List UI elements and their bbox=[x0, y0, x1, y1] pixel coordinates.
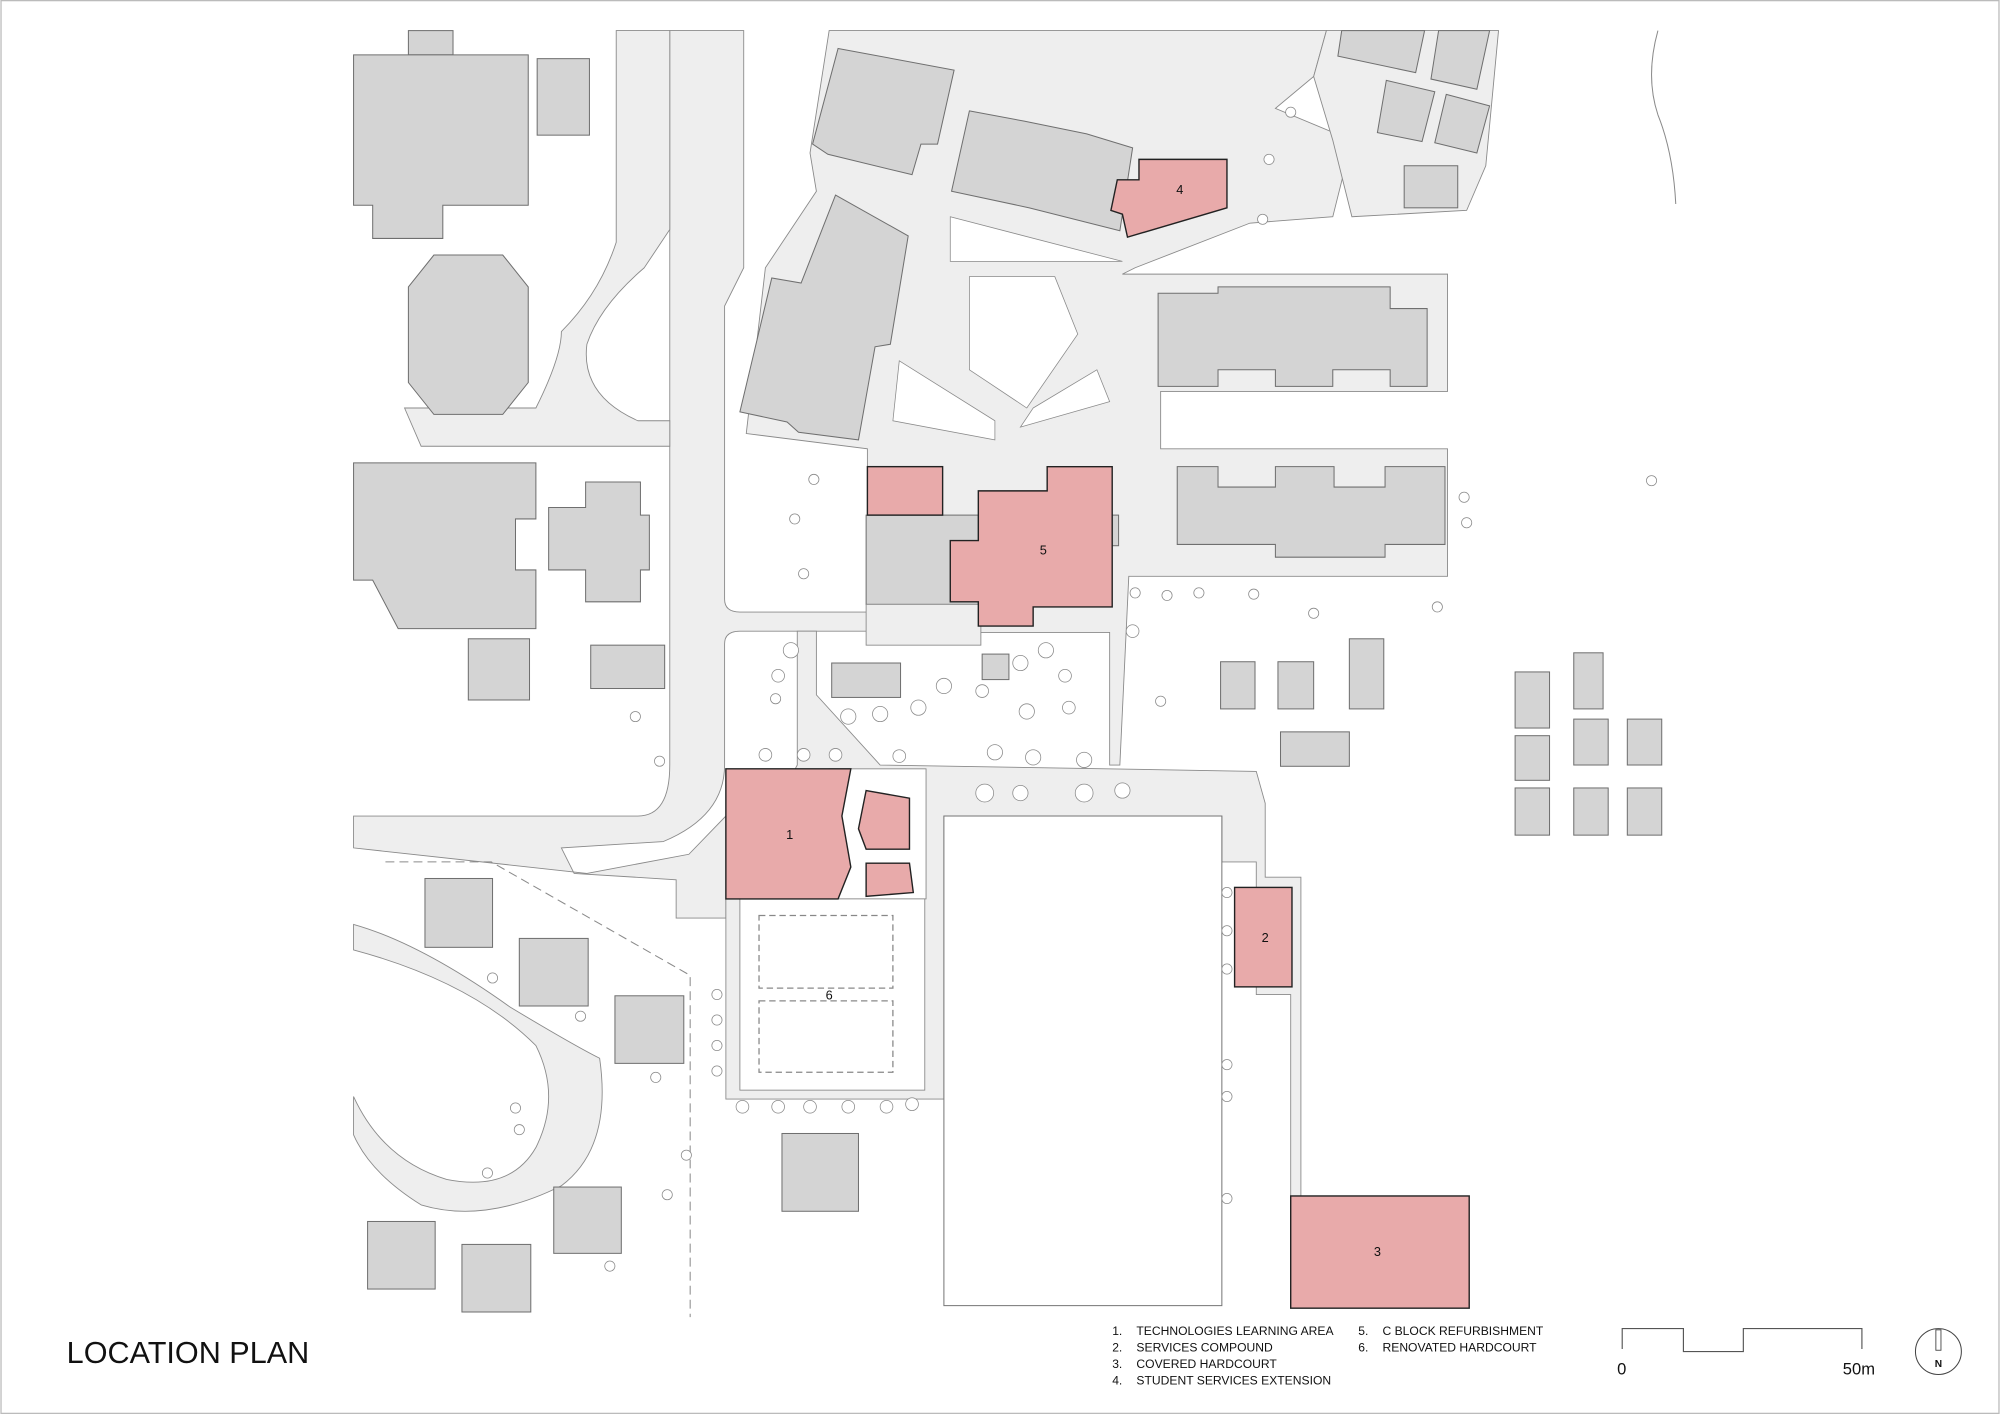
scale-bar-line bbox=[1621, 1327, 1863, 1353]
building-1-technologies-learning-area bbox=[725, 768, 852, 900]
sports-field bbox=[943, 815, 1223, 1307]
main-road bbox=[353, 30, 868, 919]
building-1-annex-north bbox=[857, 789, 911, 850]
map-labels: 1 2 3 4 5 6 bbox=[786, 182, 1381, 1259]
north-arrow: N bbox=[1914, 1328, 1962, 1375]
legend-item-4: STUDENT SERVICES EXTENSION bbox=[1136, 1374, 1331, 1388]
north-arrow-icon bbox=[1935, 1329, 1942, 1351]
label-6: 6 bbox=[826, 988, 833, 1003]
building-5-c-block-west bbox=[866, 465, 944, 516]
page-title: LOCATION PLAN bbox=[67, 1336, 310, 1370]
label-4: 4 bbox=[1176, 182, 1183, 197]
legend: 1. TECHNOLOGIES LEARNING AREA 2. SERVICE… bbox=[1112, 1324, 1544, 1388]
west-road bbox=[403, 30, 671, 447]
legend-item-2: SERVICES COMPOUND bbox=[1136, 1341, 1273, 1355]
legend-num-3: 3. bbox=[1112, 1357, 1122, 1371]
scale-bar: 0 50m bbox=[1617, 1327, 1875, 1378]
oval-track bbox=[353, 923, 603, 1212]
label-1: 1 bbox=[786, 827, 793, 842]
legend-item-3: COVERED HARDCOURT bbox=[1136, 1357, 1277, 1371]
legend-item-5: C BLOCK REFURBISHMENT bbox=[1383, 1324, 1544, 1338]
legend-num-1: 1. bbox=[1112, 1324, 1122, 1338]
renovated-hardcourt-area bbox=[739, 898, 926, 1091]
building-5-c-block-refurbishment bbox=[949, 465, 1113, 627]
legend-num-2: 2. bbox=[1112, 1341, 1122, 1355]
label-2: 2 bbox=[1262, 930, 1269, 945]
label-5: 5 bbox=[1040, 543, 1047, 558]
building-1-annex-south bbox=[865, 862, 915, 898]
north-label: N bbox=[1935, 1359, 1942, 1370]
label-3: 3 bbox=[1374, 1244, 1381, 1259]
building-4-student-services-extension bbox=[1110, 158, 1228, 239]
legend-num-6: 6. bbox=[1358, 1341, 1368, 1355]
legend-num-5: 5. bbox=[1358, 1324, 1368, 1338]
scale-start-label: 0 bbox=[1617, 1359, 1626, 1378]
building-3-covered-hardcourt bbox=[1290, 1195, 1470, 1309]
legend-item-6: RENOVATED HARDCOURT bbox=[1383, 1341, 1538, 1355]
scale-end-label: 50m bbox=[1843, 1359, 1875, 1378]
building-2-services-compound bbox=[1233, 886, 1293, 988]
project-buildings bbox=[725, 158, 1470, 1309]
boundary-dashed-line bbox=[385, 861, 691, 1318]
trees bbox=[481, 106, 1658, 1272]
legend-num-4: 4. bbox=[1112, 1374, 1122, 1388]
legend-item-1: TECHNOLOGIES LEARNING AREA bbox=[1136, 1324, 1334, 1338]
